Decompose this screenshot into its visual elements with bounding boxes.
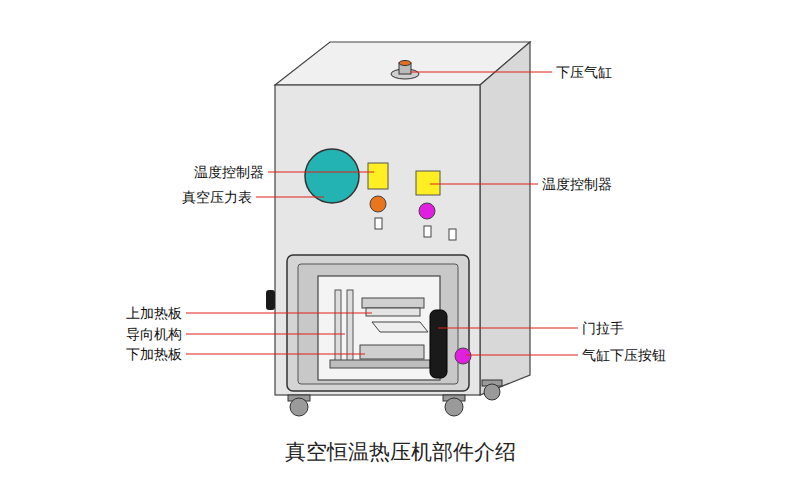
casters [288, 380, 502, 416]
caption: 真空恒温热压机部件介绍 [285, 440, 516, 464]
guide-post [335, 290, 341, 362]
switch [424, 226, 431, 237]
door-frame [287, 255, 469, 391]
guide-post [347, 290, 353, 362]
lower-heating-plate [360, 345, 424, 359]
part-label: 温度控制器 [542, 176, 612, 192]
temp-controller [416, 171, 440, 195]
cabinet-front [275, 85, 480, 395]
part-label: 真空压力表 [182, 189, 252, 205]
chamber-base [330, 360, 430, 368]
indicator-lamp [370, 196, 386, 212]
indicator-lamp [419, 203, 435, 219]
window-glass [318, 276, 440, 380]
part-label: 门拉手 [582, 320, 624, 336]
upper-heating-plate [362, 298, 424, 308]
press-button [455, 348, 471, 364]
cylinder-fitting [399, 61, 411, 66]
part-label: 温度控制器 [194, 164, 264, 180]
door-inner [298, 264, 458, 384]
leader-lines [186, 72, 578, 355]
temp-controller [368, 163, 388, 189]
side-knob [266, 290, 275, 310]
workpiece [372, 322, 428, 332]
part-label: 下加热板 [126, 346, 182, 362]
part-label: 导向机构 [126, 326, 182, 342]
switch [449, 229, 456, 240]
vacuum-gauge [305, 149, 359, 203]
part-label: 气缸下压按钮 [582, 347, 666, 363]
cabinet-side [480, 42, 530, 395]
door-handle [430, 310, 447, 378]
part-label: 下压气缸 [556, 64, 612, 80]
upper-heating-plate [366, 308, 420, 316]
switch [375, 218, 382, 229]
part-label: 上加热板 [126, 305, 182, 321]
